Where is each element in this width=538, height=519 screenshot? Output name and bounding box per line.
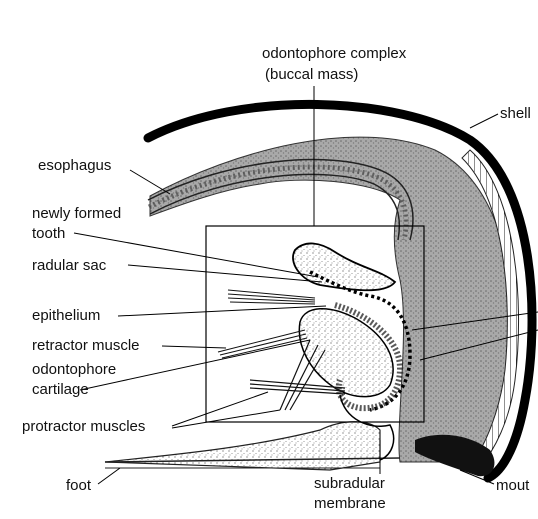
- leader-protractor-2: [172, 410, 280, 428]
- odontophore-cartilage: [299, 309, 393, 397]
- leader-esophagus: [130, 170, 170, 194]
- label-buccal-mass: (buccal mass): [265, 66, 358, 83]
- leader-retractor: [162, 346, 226, 348]
- label-mouth: mout: [496, 477, 530, 494]
- foot-tissue: [105, 422, 380, 470]
- label-cartilage: cartilage: [32, 381, 89, 398]
- label-radular-sac: radular sac: [32, 257, 107, 274]
- label-subradular: subradular: [314, 475, 385, 492]
- label-tooth: tooth: [32, 225, 65, 242]
- leader-tooth: [74, 233, 318, 277]
- body-tissue: [150, 137, 515, 462]
- label-odontophore-complex: odontophore complex: [262, 45, 407, 62]
- label-epithelium: epithelium: [32, 307, 100, 324]
- label-protractor-muscles: protractor muscles: [22, 418, 145, 435]
- label-odontophore: odontophore: [32, 361, 116, 378]
- label-foot: foot: [66, 477, 92, 494]
- leader-protractor-1: [172, 392, 268, 426]
- label-retractor-muscle: retractor muscle: [32, 337, 140, 354]
- label-newly-formed: newly formed: [32, 205, 121, 222]
- label-membrane: membrane: [314, 495, 386, 512]
- radular-sac: [293, 243, 395, 290]
- label-shell: shell: [500, 105, 531, 122]
- leader-radular-sac: [128, 265, 322, 282]
- label-esophagus: esophagus: [38, 157, 111, 174]
- leader-foot: [98, 468, 120, 484]
- leader-shell: [470, 114, 498, 128]
- leader-epithelium: [118, 306, 326, 316]
